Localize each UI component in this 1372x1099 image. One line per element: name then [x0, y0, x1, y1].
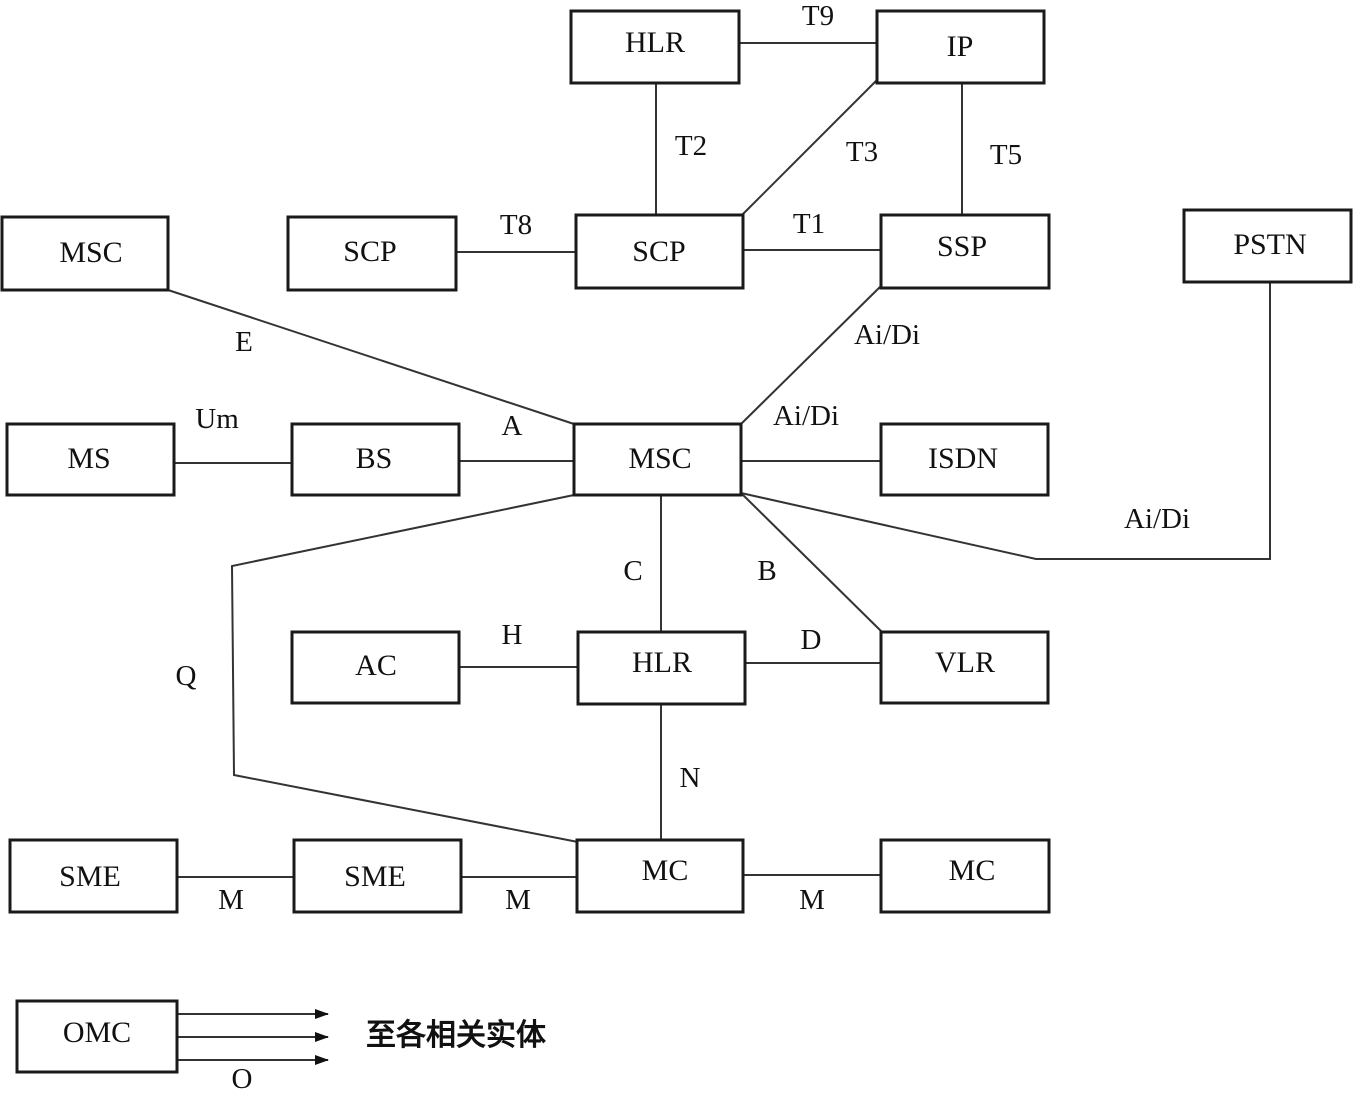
link-msc-pstn [740, 282, 1271, 560]
edge-label-d: D [801, 624, 822, 656]
node-isdn-label: ISDN [928, 442, 998, 475]
link-msc-msc [167, 289, 575, 425]
edge-label-ai-di-ssp: Ai/Di [854, 319, 920, 351]
edge-label-e: E [235, 326, 253, 358]
node-sme-left-label: SME [59, 860, 121, 893]
node-hlr-mid: HLR [576, 630, 747, 706]
edge-label-t3: T3 [846, 136, 878, 168]
edge-label-n: N [680, 762, 701, 794]
node-ssp-label: SSP [937, 230, 987, 263]
node-ip-label: IP [947, 30, 974, 63]
omc-target-label: 至各相关实体 [366, 1018, 547, 1053]
node-ip: IP [875, 9, 1046, 85]
node-sme-left: SME [8, 838, 179, 914]
edge-label-c: C [623, 555, 642, 587]
edge-label-t2: T2 [675, 130, 707, 162]
node-hlr-top-label: HLR [625, 26, 685, 59]
node-ms-label: MS [67, 442, 110, 475]
node-scp-left-label: SCP [343, 235, 396, 268]
node-mc-right: MC [879, 838, 1051, 914]
node-isdn: ISDN [879, 422, 1050, 497]
link-ip-scp [741, 79, 878, 216]
node-hlr-mid-label: HLR [632, 646, 692, 679]
edge-label-o: O [232, 1063, 253, 1095]
node-scp-main-label: SCP [632, 235, 685, 268]
edge-label-t9: T9 [802, 0, 834, 32]
link-msc-mc [230, 494, 579, 843]
node-sme-mid: SME [292, 838, 463, 914]
edge-label-ai-di-pstn: Ai/Di [1124, 503, 1190, 535]
node-mc-center: MC [575, 838, 745, 914]
node-bs: BS [290, 422, 461, 497]
edge-label-a: A [502, 410, 523, 442]
edge-label-t1: T1 [793, 208, 825, 240]
node-scp-left: SCP [286, 215, 458, 292]
node-pstn: PSTN [1182, 208, 1353, 284]
node-vlr: VLR [879, 630, 1050, 705]
node-omc-label: OMC [63, 1016, 131, 1049]
edge-label-um: Um [195, 403, 239, 435]
node-msc-left: MSC [0, 215, 170, 292]
edge-label-m-left: M [218, 884, 244, 916]
node-mc-center-label: MC [642, 854, 689, 887]
node-bs-label: BS [356, 442, 393, 475]
edge-label-q: Q [176, 660, 197, 692]
node-msc-center: MSC [572, 422, 743, 497]
node-ac: AC [290, 630, 461, 705]
node-msc-left-label: MSC [59, 236, 122, 269]
edge-label-m-right: M [799, 884, 825, 916]
node-msc-center-label: MSC [628, 442, 691, 475]
node-ms: MS [5, 422, 176, 497]
node-mc-right-label: MC [949, 854, 996, 887]
edge-label-h: H [502, 619, 523, 651]
edge-label-ai-di-msc: Ai/Di [773, 400, 839, 432]
node-sme-mid-label: SME [344, 860, 406, 893]
node-omc: OMC [15, 999, 179, 1074]
edge-label-t5: T5 [990, 139, 1022, 171]
node-scp-main: SCP [574, 213, 745, 290]
node-pstn-label: PSTN [1233, 228, 1306, 261]
node-ac-label: AC [355, 649, 397, 682]
edge-label-b: B [757, 555, 776, 587]
node-hlr-top: HLR [569, 9, 741, 85]
link-msc-vlr [740, 492, 883, 633]
node-ssp: SSP [879, 213, 1051, 290]
edge-label-m-middle: M [505, 884, 531, 916]
link-ssp-msc [740, 284, 883, 425]
edge-label-t8: T8 [500, 209, 532, 241]
node-vlr-label: VLR [935, 646, 995, 679]
